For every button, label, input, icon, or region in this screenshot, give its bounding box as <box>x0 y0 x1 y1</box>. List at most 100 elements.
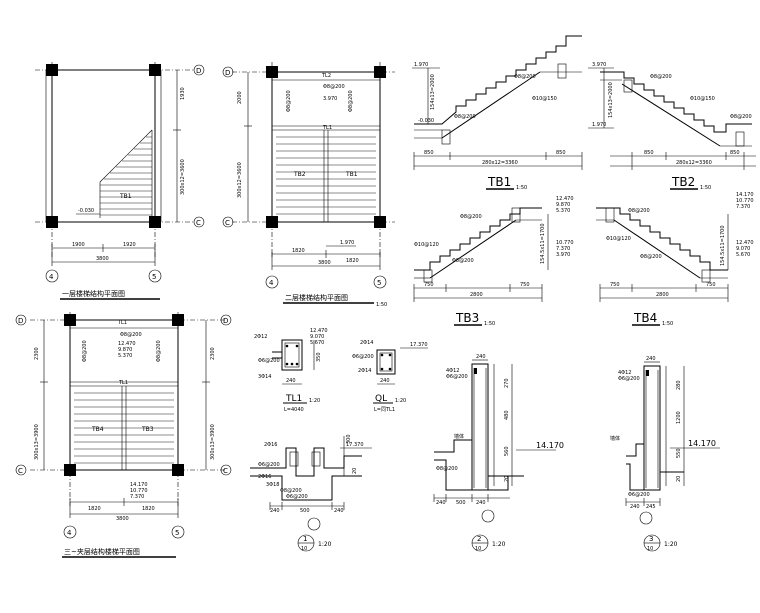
side-label: 墙体 <box>454 433 464 440</box>
section-tb2: 3.970 1.970 Φ8@200 Φ10@150 Φ8@200 154x13… <box>588 62 756 191</box>
dim-v-3: 550 <box>676 448 682 458</box>
dim-total: 3800 <box>96 256 109 262</box>
rebar-top: Φ8@200 <box>628 208 650 214</box>
plan-3: TL1 TL1 TB4 TB3 Φ8@200 Φ8@200 Φ8@200 12.… <box>15 312 232 558</box>
column <box>149 64 161 76</box>
flight-right-label: TB3 <box>141 426 154 433</box>
flight-left-label: TB4 <box>91 426 104 433</box>
dim-right: 1820 <box>142 506 155 512</box>
beam-bot-label: TL1 <box>118 380 128 386</box>
column <box>46 64 58 76</box>
axis-d-bubble: D <box>196 67 201 75</box>
axis-c-bubble: C <box>225 219 230 227</box>
detail-1: 2Φ16 Φ6@200 2Φ16 3Φ18 Φ8@200 Φ6@200 17.3… <box>250 434 372 552</box>
section-title: TB3 <box>455 311 479 325</box>
rebar-main: Φ10@150 <box>690 96 715 102</box>
section-scale: 1:50 <box>700 185 711 191</box>
plan-1: TB1 -0.030 D C 1900 1920 3800 4 5 1930 3… <box>35 62 205 300</box>
detail-sheet: 10 <box>301 546 307 552</box>
rebar-bot: Φ8@200 <box>640 254 662 260</box>
plan-scale: 1:50 <box>376 302 387 308</box>
level-top-2: 10.770 <box>736 198 754 204</box>
dim-left: 750 <box>610 282 620 288</box>
section-tb1: -0.030 1.970 Φ8@200 Φ10@150 Φ8@200 154x1… <box>412 35 583 191</box>
detail-sheet: 10 <box>475 546 481 552</box>
axis-4-bubble: 4 <box>49 273 54 281</box>
plan-3-treads <box>74 392 174 464</box>
beam-label: TL1 <box>322 125 332 131</box>
dim-2: 500 <box>456 500 466 506</box>
rebar-b: Φ8@200 <box>286 90 292 112</box>
dim-v-flight-right: 300x13=3900 <box>210 424 216 460</box>
detail-scale: 1:20 <box>492 541 506 548</box>
column <box>266 66 278 78</box>
level-bot-1: 12.470 <box>736 240 754 246</box>
rebar-top: Φ8@200 <box>460 214 482 220</box>
detail-sheet: 10 <box>647 546 653 552</box>
rebar-c: Φ6@200 <box>628 492 650 498</box>
column <box>64 314 76 326</box>
dim-left: 1900 <box>72 242 85 248</box>
level: 14.170 <box>536 441 564 450</box>
level-bot-2: 10.770 <box>130 488 148 494</box>
dim-run: 2800 <box>470 292 483 298</box>
rebar-c: 2Φ16 <box>258 474 271 480</box>
axis-5-bubble: 5 <box>175 529 179 537</box>
flight-label: TB1 <box>119 193 132 200</box>
section-scale: 1:50 <box>662 321 673 327</box>
level-bot-2: 7.370 <box>556 246 570 252</box>
detail-3: 240 4Φ12 Φ6@200 墙体 Φ6@200 280 1200 550 2… <box>610 356 720 552</box>
rebar-bot: Φ8@200 <box>454 114 476 120</box>
level-3: 5.670 <box>310 340 324 346</box>
column <box>374 66 386 78</box>
section-title: TB1 <box>487 175 511 189</box>
detail-tl1: 2Φ12 Φ6@200 3Φ14 240 350 12.470 9.070 5.… <box>254 328 328 413</box>
dim-run: 280x12=3360 <box>676 160 712 166</box>
level-bot-3: 5.670 <box>736 252 750 258</box>
axis-5-bubble: 5 <box>152 273 156 281</box>
dim-total: 3800 <box>318 260 331 266</box>
dim-v-1: 280 <box>676 380 682 390</box>
level-b: 1.970 <box>340 240 354 246</box>
rebar-b: Φ6@200 <box>258 462 280 468</box>
rebar-main: Φ10@150 <box>532 96 557 102</box>
level: 17.370 <box>346 442 364 448</box>
column <box>374 216 386 228</box>
rebar-a: Φ8@200 <box>120 332 142 338</box>
flight-left-label: TB2 <box>293 171 306 178</box>
rebar-bot: 2Φ14 <box>358 368 371 374</box>
detail-length: L=4040 <box>284 407 304 413</box>
rebar-d: 3Φ18 <box>266 482 279 488</box>
dim-right: 1820 <box>346 258 359 264</box>
axis-5-bubble: 5 <box>377 279 381 287</box>
rebar-bot: Φ8@200 <box>452 258 474 264</box>
dim-1: 240 <box>436 500 446 506</box>
level-2: 9.070 <box>310 334 324 340</box>
landing-beam-label: TL2 <box>321 73 331 79</box>
dim-left: 750 <box>424 282 434 288</box>
dim-w: 240 <box>646 356 656 362</box>
dim-1: 240 <box>270 508 280 514</box>
level-top-2: 9.870 <box>556 202 570 208</box>
rebar-stirrup: Φ6@200 <box>258 358 280 364</box>
column <box>149 216 161 228</box>
rebar-top: Φ8@200 <box>514 74 536 80</box>
section-title: TB4 <box>633 311 657 325</box>
rebar-a: 4Φ12 <box>618 370 631 376</box>
beam-top-label: TL1 <box>117 320 127 326</box>
dim-h2: 20 <box>352 468 358 474</box>
section-tb4: Φ8@200 Φ10@120 Φ8@200 14.170 10.770 7.37… <box>596 192 754 327</box>
plan-2: TL2 TL1 TB2 TB1 Φ8@200 Φ8@200 Φ8@200 3.9… <box>222 62 395 308</box>
dim-v: 154x13=2000 <box>608 82 614 118</box>
axis-c-right-bubble: C <box>223 467 228 475</box>
detail-scale: 1:20 <box>309 398 320 404</box>
axis-4-bubble: 4 <box>269 279 274 287</box>
dim-left: 1820 <box>88 506 101 512</box>
dim-v-flight: 300x12=3600 <box>180 159 186 195</box>
level-bot: -0.030 <box>418 118 434 124</box>
plan-title: 二层楼梯结构平面图 <box>285 293 348 302</box>
detail-scale: 1:20 <box>318 541 332 548</box>
dim-left: 850 <box>644 150 654 156</box>
level-top: 3.970 <box>592 62 606 68</box>
rebar-b: Φ6@200 <box>446 374 468 380</box>
